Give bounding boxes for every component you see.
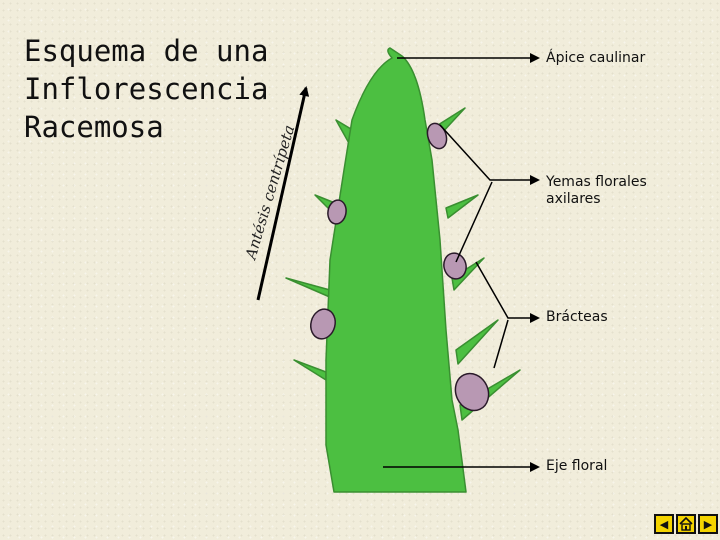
title-line-2: Inflorescencia: [24, 72, 269, 106]
bud-3: [443, 252, 467, 280]
bud-2: [327, 199, 347, 225]
title-line-3: Racemosa: [24, 110, 164, 144]
bract-right-2: [445, 194, 479, 219]
home-button[interactable]: [676, 514, 696, 534]
bract-left-3: [285, 277, 333, 299]
bract-left-4: [293, 359, 327, 381]
floral-buds: [310, 122, 490, 412]
triangle-left-icon: ◀: [659, 517, 669, 531]
anthesis-arrow: [256, 86, 310, 301]
triangle-right-icon: ▶: [703, 517, 713, 531]
bracts-pointer-upper: [475, 261, 540, 323]
buds-label-line-1: Yemas florales: [546, 174, 647, 190]
buds-pointer-lower: [455, 181, 493, 263]
buds-pointer-upper: [439, 124, 540, 185]
bud-1: [426, 122, 448, 150]
apex-label: Ápice caulinar: [546, 50, 646, 66]
flower-stem: [285, 47, 521, 493]
buds-label: Yemas florales axilares: [546, 174, 647, 208]
bract-right-3: [451, 257, 485, 291]
buds-label-line-2: axilares: [546, 191, 601, 207]
axis-label: Eje floral: [546, 458, 608, 474]
prev-slide-button[interactable]: ◀: [654, 514, 674, 534]
slide-title: Esquema de una Inflorescencia Racemosa: [24, 32, 268, 146]
bracts-label: Brácteas: [546, 309, 608, 325]
bract-right-4: [455, 319, 499, 365]
bud-4: [310, 308, 336, 340]
home-icon: [679, 517, 693, 531]
next-slide-button[interactable]: ▶: [698, 514, 718, 534]
title-line-1: Esquema de una: [24, 34, 269, 68]
bud-5: [454, 372, 490, 412]
bracts-pointer-lower: [493, 319, 509, 369]
